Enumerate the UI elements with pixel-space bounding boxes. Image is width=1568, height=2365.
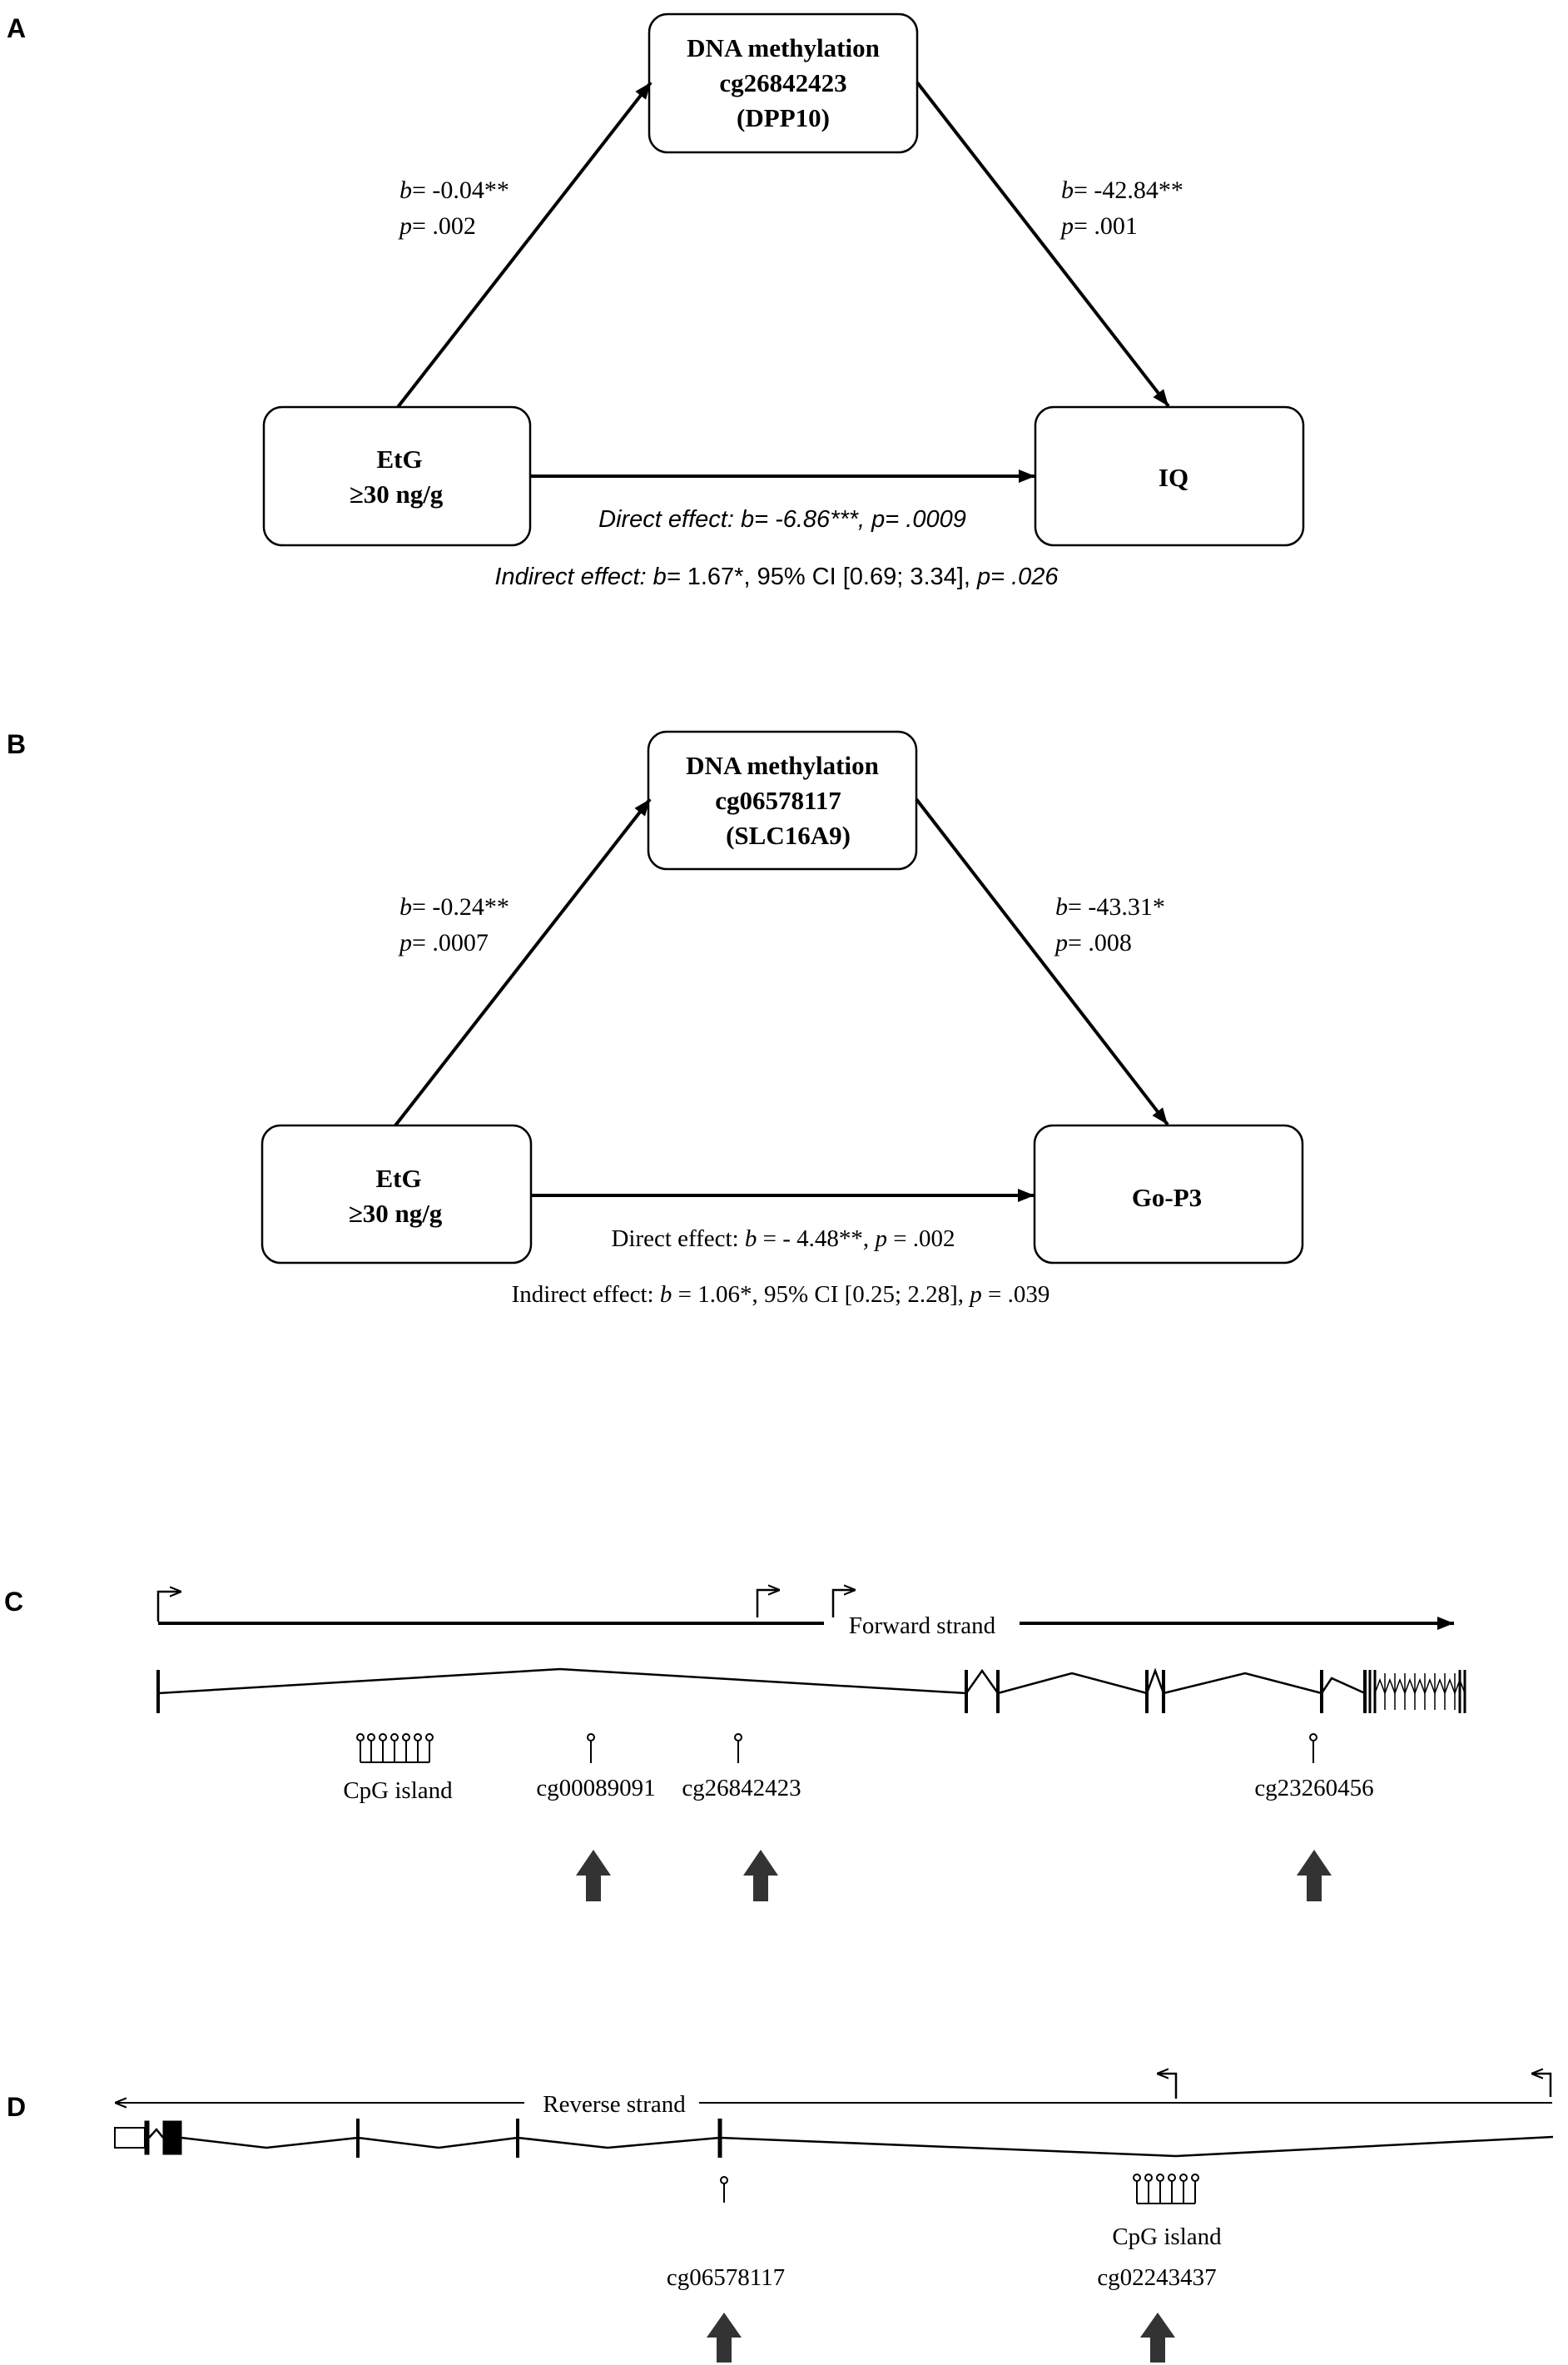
up-arrow-icon	[1297, 1850, 1332, 1901]
mediator-line2: cg26842423	[719, 68, 846, 97]
outcome-label: IQ	[1159, 463, 1188, 492]
tss-arrow-icon	[831, 1590, 856, 1617]
mediator-line3: (SLC16A9)	[726, 821, 851, 850]
panel-label: C	[4, 1587, 23, 1617]
probe-marker	[587, 1733, 595, 1763]
svg-text:b= -42.84**: b= -42.84**	[1061, 176, 1183, 204]
probe-label: cg06578117	[667, 2264, 785, 2291]
predictor-line1: EtG	[375, 1164, 421, 1193]
panel-d: D Reverse strand	[7, 2074, 1554, 2363]
predictor-line2: ≥30 ng/g	[350, 479, 444, 509]
svg-text:p= .002: p= .002	[398, 212, 476, 240]
tss-arrow-icon	[756, 1590, 780, 1617]
p-symbol: p	[1054, 929, 1068, 956]
panel-label: B	[7, 729, 26, 759]
path-a-arrow	[394, 797, 652, 1127]
path-b-stats: b= -42.84** p= .001	[1059, 176, 1183, 240]
mediator-line1: DNA methylation	[687, 33, 880, 62]
svg-text:b= -0.24**: b= -0.24**	[399, 893, 509, 921]
svg-text:b= -0.04**: b= -0.04**	[399, 176, 509, 204]
outcome-box: IQ	[1034, 405, 1305, 547]
svg-text:p= .001: p= .001	[1059, 212, 1138, 240]
up-arrow-icon	[576, 1850, 611, 1901]
predictor-box: EtG ≥30 ng/g	[262, 405, 532, 547]
b-symbol: b	[1055, 893, 1068, 921]
cpg-island-marker	[1133, 2174, 1199, 2204]
svg-text:p= .0007: p= .0007	[398, 929, 489, 956]
b-symbol: b	[399, 176, 412, 204]
mediator-line1: DNA methylation	[686, 751, 879, 780]
predictor-line2: ≥30 ng/g	[349, 1199, 443, 1228]
indirect-effect-text: Indirect effect: b= 1.67*, 95% CI [0.69;…	[494, 564, 1059, 590]
direct-effect-text: Direct effect: b = - 4.48**, p = .002	[611, 1225, 955, 1252]
b-value: = -43.31*	[1068, 893, 1165, 921]
mediator-box: DNA methylation cg06578117 (SLC16A9)	[647, 730, 918, 871]
cpg-island-label: CpG island	[343, 1777, 453, 1804]
probe-marker	[1309, 1733, 1317, 1763]
cpg-island-label: CpG island	[1112, 2223, 1222, 2250]
up-arrow-icon	[1140, 2313, 1175, 2363]
mediator-line3: (DPP10)	[737, 103, 830, 132]
b-value: = -0.24**	[412, 893, 509, 921]
up-arrow-icon	[743, 1850, 778, 1901]
p-value: = .008	[1068, 929, 1132, 956]
predictor-line1: EtG	[376, 445, 422, 474]
panel-c: C Forward strand	[4, 1587, 1466, 1901]
p-symbol: p	[398, 212, 412, 240]
path-a-arrow	[396, 81, 653, 409]
probe-label: cg00089091	[536, 1775, 655, 1801]
direct-effect-text: Direct effect: b= -6.86***, p= .0009	[598, 506, 966, 533]
gene-model	[156, 1667, 1466, 1713]
b-symbol: b	[1061, 176, 1074, 204]
gene-model	[114, 2119, 1554, 2158]
probe-label: cg26842423	[682, 1775, 801, 1801]
b-symbol: b	[399, 893, 412, 921]
path-a-stats: b= -0.24** p= .0007	[398, 893, 509, 956]
probe-label: cg23260456	[1254, 1775, 1373, 1801]
p-symbol: p	[398, 929, 412, 956]
path-b-arrow	[915, 81, 1170, 408]
probe-marker	[734, 1733, 742, 1763]
panel-a: A DNA methylation cg26842423 (DPP10) EtG…	[7, 12, 1305, 590]
path-b-stats: b= -43.31* p= .008	[1054, 893, 1165, 956]
p-value: = .0007	[412, 929, 489, 956]
panel-label: A	[7, 13, 26, 43]
p-symbol: p	[1059, 212, 1074, 240]
mediator-line2: cg06578117	[715, 786, 841, 815]
b-value: = -42.84**	[1074, 176, 1183, 204]
panel-label: D	[7, 2092, 26, 2122]
predictor-box: EtG ≥30 ng/g	[261, 1124, 533, 1264]
mediator-box: DNA methylation cg26842423 (DPP10)	[648, 12, 919, 154]
panel-b: B DNA methylation cg06578117 (SLC16A9) E…	[7, 729, 1304, 1308]
b-value: = -0.04**	[412, 176, 509, 204]
svg-text:p= .008: p= .008	[1054, 929, 1132, 956]
probe-label: cg02243437	[1097, 2264, 1216, 2291]
svg-text:b= -43.31*: b= -43.31*	[1055, 893, 1165, 921]
probe-marker	[720, 2176, 728, 2203]
indirect-effect-text: Indirect effect: b = 1.06*, 95% CI [0.25…	[512, 1281, 1050, 1308]
tss-arrow-icon	[1157, 2074, 1178, 2099]
strand-label: Forward strand	[849, 1612, 996, 1639]
outcome-box: Go-P3	[1033, 1124, 1304, 1264]
cpg-island-marker	[356, 1733, 434, 1763]
outcome-label: Go-P3	[1132, 1183, 1202, 1212]
path-b-arrow	[915, 797, 1169, 1126]
path-a-stats: b= -0.04** p= .002	[398, 176, 509, 240]
tss-arrow-icon	[1531, 2074, 1552, 2097]
tss-arrow-icon	[156, 1592, 181, 1622]
up-arrow-icon	[707, 2313, 742, 2363]
p-value: = .001	[1074, 212, 1138, 240]
strand-label: Reverse strand	[543, 2091, 686, 2118]
p-value: = .002	[412, 212, 476, 240]
